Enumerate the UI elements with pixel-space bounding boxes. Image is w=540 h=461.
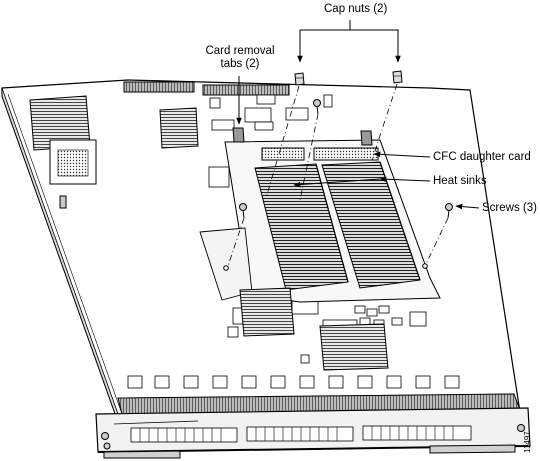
backplane-connector-left <box>123 81 195 93</box>
callout-screws <box>455 203 480 210</box>
daughter-card-connector-right <box>313 147 379 161</box>
screw-1-icon <box>313 99 321 115</box>
chip-module-left <box>49 139 97 185</box>
callout-cap-nuts <box>297 20 401 63</box>
callout-cfc-daughter-card <box>373 151 431 158</box>
heat-sink-small <box>159 107 199 149</box>
screw-3-icon <box>445 203 453 219</box>
faceplate-screw-right <box>517 424 525 432</box>
heat-sink-lower-left <box>239 287 295 337</box>
callout-heat-sinks <box>293 176 431 188</box>
daughter-card-connector-left <box>261 147 305 161</box>
card-removal-tab-left <box>232 127 245 143</box>
figure-id: 11497 <box>523 431 532 453</box>
front-panel-port-dividers <box>139 426 454 442</box>
cfc-daughter-card-label: CFC daughter card <box>433 151 531 163</box>
card-removal-tabs-label: Card removal tabs (2) <box>198 45 282 71</box>
cap-nuts-label: Cap nuts (2) <box>324 3 388 15</box>
screws-label: Screws (3) <box>482 202 537 214</box>
heat-sink-lower-right <box>319 323 389 371</box>
screw-2-icon <box>239 203 247 219</box>
heat-sink-left <box>254 163 349 291</box>
card-removal-tab-right <box>360 130 373 146</box>
heat-sink-right <box>321 161 421 289</box>
card-removal-tabs-label-line1: Card removal <box>205 45 275 57</box>
faceplate-text-marking <box>113 420 199 425</box>
card-removal-tabs-label-line2: tabs (2) <box>220 58 260 70</box>
standoff <box>59 195 67 209</box>
cap-nut-1-icon <box>294 72 305 86</box>
led-row <box>127 375 460 389</box>
alignment-lines <box>227 83 449 267</box>
cap-nut-2-icon <box>392 70 403 84</box>
heat-sinks-label: Heat sinks <box>433 175 487 187</box>
faceplate-screw-left <box>101 432 111 450</box>
backplane-connector-right <box>202 84 290 96</box>
